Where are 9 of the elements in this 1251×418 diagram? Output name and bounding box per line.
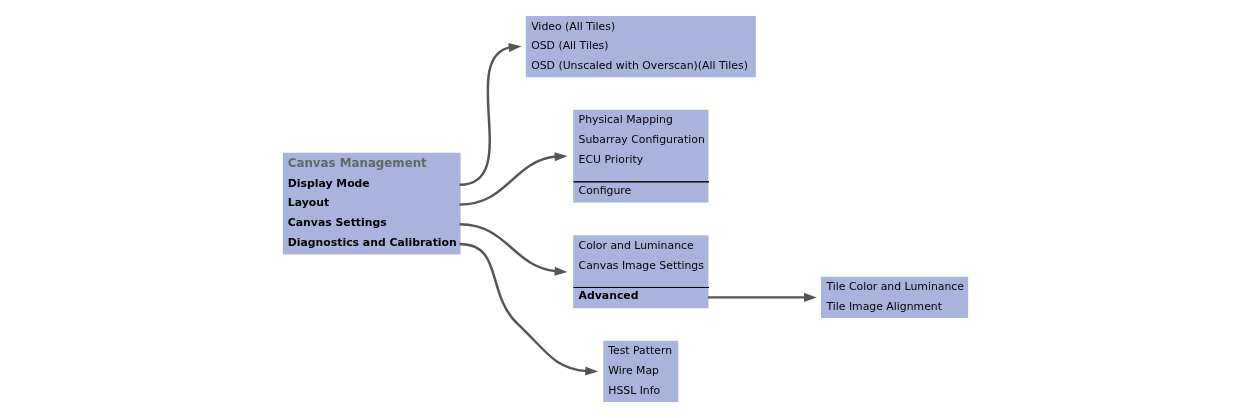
- node-box: Test Pattern Wire Map HSSL Info: [603, 340, 679, 403]
- arrow: [459, 152, 568, 206]
- arrow: [707, 292, 817, 302]
- node-box: Canvas Management Display Mode Layout Canvas Settings Diagnostics and Calibration: [282, 152, 461, 255]
- arrow: [459, 223, 568, 276]
- arrow: [459, 43, 522, 187]
- node-box: Tile Color and Luminance Tile Image Alignment: [821, 276, 969, 319]
- arrow: [459, 242, 599, 376]
- node-box: Video (All Tiles) OSD (All Tiles) OSD (Unscaled with Overscan)(All Tiles): [525, 15, 756, 78]
